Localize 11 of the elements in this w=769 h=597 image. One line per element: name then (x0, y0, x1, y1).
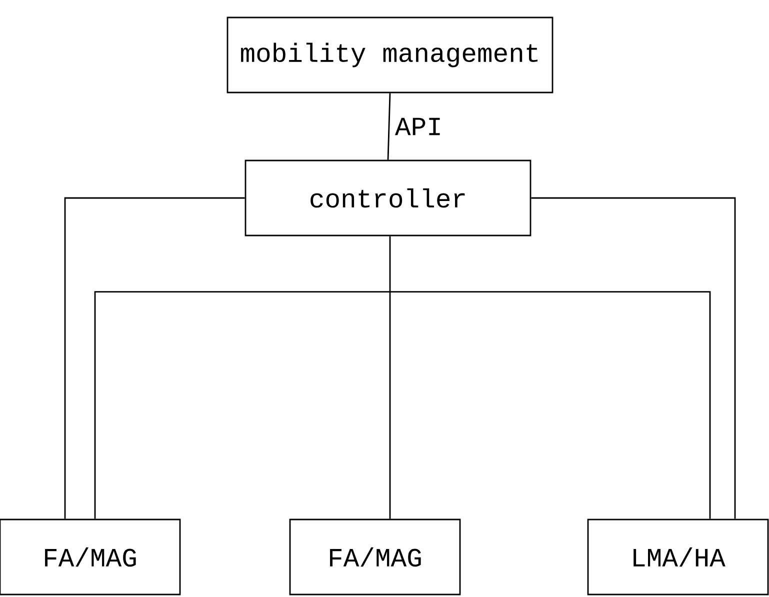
node-box: LMA/HA (587, 518, 769, 596)
connector-line (94, 291, 711, 519)
connector-line (64, 197, 245, 519)
node-box: FA/MAG (0, 518, 181, 596)
management-box: mobility management (226, 16, 554, 94)
connector-line (389, 236, 391, 519)
edge-label: API (393, 116, 444, 137)
connector-line (531, 197, 736, 519)
controller-box: controller (244, 160, 532, 236)
node-box: FA/MAG (289, 518, 461, 596)
connector-line (387, 93, 391, 160)
